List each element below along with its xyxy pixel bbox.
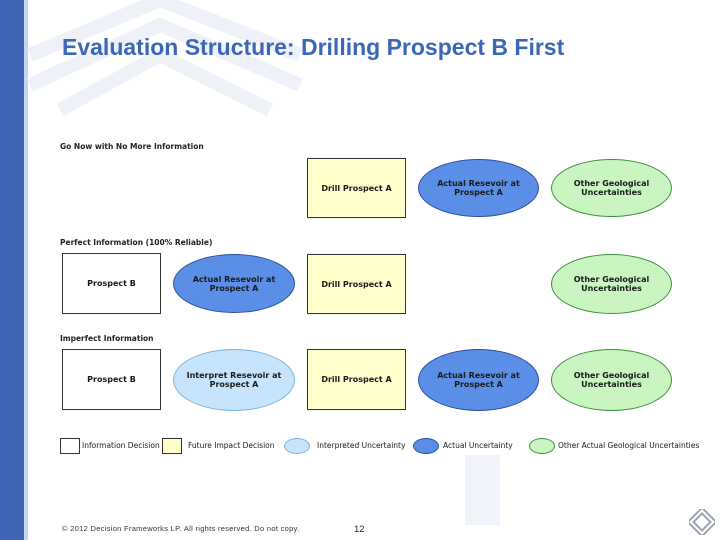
actual-reservoir-a-uncertainty-imperfect: Actual Resevoir at Prospect A [418,349,539,411]
copyright-footer: © 2012 Decision Frameworks LP. All right… [62,524,300,533]
legend-label: Information Decision [82,441,160,450]
legend-label: Actual Uncertainty [443,441,513,450]
left-accent-stripe [24,0,28,540]
chevron-watermark [27,0,303,117]
left-accent-bar [0,0,24,540]
legend-swatch-yellow-rect [162,438,182,454]
legend-swatch-white-rect [60,438,80,454]
legend-label: Interpreted Uncertainty [317,441,406,450]
other-geological-uncertainties-perfect: Other Geological Uncertainties [551,254,672,314]
interpret-reservoir-a-uncertainty-imperfect: Interpret Resevoir at Prospect A [173,349,295,411]
actual-reservoir-a-uncertainty-perfect-left: Actual Resevoir at Prospect A [173,254,295,313]
section-label-imperfect: Imperfect Information [60,334,154,343]
section-label-no-info: Go Now with No More Information [60,142,204,151]
corner-logo-icon [689,509,715,535]
watermark-block [465,455,500,525]
legend-swatch-blue-oval [413,438,439,454]
prospect-b-decision-perfect: Prospect B [62,253,161,314]
legend-label: Future Impact Decision [188,441,275,450]
legend-swatch-green-oval [529,438,555,454]
drill-prospect-a-decision-perfect: Drill Prospect A [307,254,406,314]
prospect-b-decision-imperfect: Prospect B [62,349,161,410]
other-geological-uncertainties-imperfect: Other Geological Uncertainties [551,349,672,411]
drill-prospect-a-decision-imperfect: Drill Prospect A [307,349,406,410]
slide-title: Evaluation Structure: Drilling Prospect … [62,34,565,60]
other-geological-uncertainties-no-info: Other Geological Uncertainties [551,159,672,217]
legend-label: Other Actual Geological Uncertainties [558,441,700,450]
legend-swatch-lightblue-oval [284,438,310,454]
actual-reservoir-a-uncertainty-no-info: Actual Resevoir at Prospect A [418,159,539,217]
section-label-perfect: Perfect Information (100% Reliable) [60,238,213,247]
page-number: 12 [354,524,365,535]
drill-prospect-a-decision-no-info: Drill Prospect A [307,158,406,218]
